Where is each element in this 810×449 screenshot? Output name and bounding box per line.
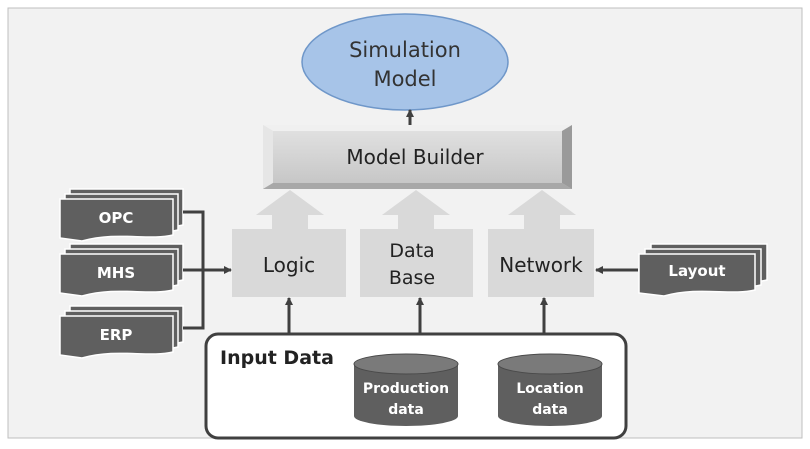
- erp-label: ERP: [100, 326, 133, 344]
- location-data-line1: Location: [516, 381, 583, 397]
- opc-source: OPC: [59, 188, 184, 242]
- database-label-line1: Data: [389, 240, 434, 262]
- mhs-label: MHS: [97, 264, 135, 282]
- mhs-source: MHS: [59, 243, 184, 297]
- block-arrow-network: [508, 190, 576, 229]
- layout-label: Layout: [668, 262, 725, 280]
- simulation-model-node: Simulation Model: [301, 13, 509, 111]
- opc-label: OPC: [99, 209, 134, 227]
- network-label: Network: [499, 253, 583, 277]
- location-data-line2: data: [532, 402, 568, 418]
- database-node: Data Base: [360, 229, 473, 297]
- production-data-cylinder: Production data: [353, 353, 459, 426]
- logic-node: Logic: [232, 229, 346, 297]
- model-builder-node: Model Builder: [263, 125, 572, 189]
- production-data-line2: data: [388, 402, 424, 418]
- database-label-line2: Base: [389, 267, 435, 289]
- erp-source: ERP: [59, 305, 184, 359]
- location-data-cylinder: Location data: [497, 353, 603, 426]
- input-data-title: Input Data: [220, 347, 334, 369]
- simulation-model-label-line1: Simulation: [349, 38, 461, 62]
- production-data-line1: Production: [363, 381, 449, 397]
- logic-label: Logic: [263, 253, 315, 277]
- block-arrow-database: [382, 190, 450, 229]
- layout-source: Layout: [638, 243, 768, 297]
- simulation-model-label-line2: Model: [373, 67, 436, 91]
- network-node: Network: [488, 229, 594, 297]
- model-builder-label: Model Builder: [346, 145, 484, 169]
- block-arrow-logic: [256, 190, 324, 229]
